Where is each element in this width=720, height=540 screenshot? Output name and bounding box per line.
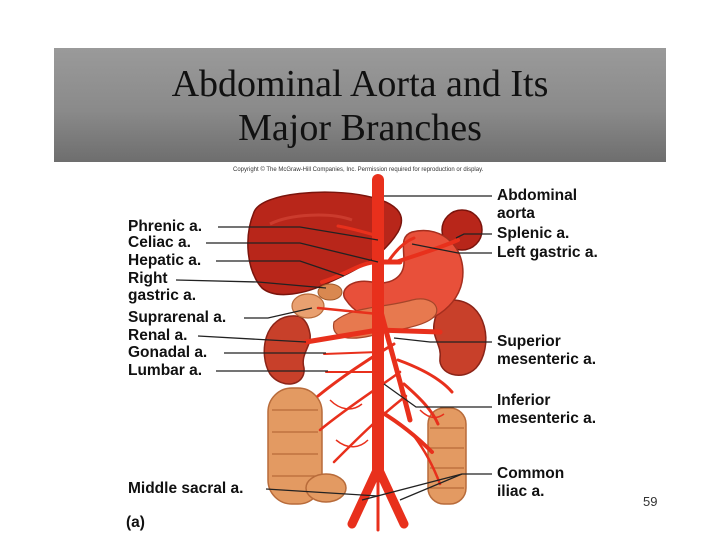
leader-lines-left xyxy=(175,226,379,497)
descending-colon xyxy=(427,407,467,505)
superior-mesenteric-artery xyxy=(375,297,413,423)
suprarenal-artery xyxy=(316,306,380,316)
gonadal-artery xyxy=(323,351,379,355)
splenic-artery xyxy=(394,238,460,264)
slide-title-line-2: Major Branches xyxy=(238,107,482,149)
label-suprarenal-artery: Suprarenal a. xyxy=(128,309,227,326)
label-inferior-mesenteric-line1: Inferior xyxy=(497,392,551,409)
left-kidney xyxy=(263,315,311,385)
label-phrenic-artery: Phrenic a. xyxy=(128,218,203,235)
spleen xyxy=(441,209,483,251)
slide-title-line-1: Abdominal Aorta and Its xyxy=(171,63,549,105)
copyright-notice: Copyright © The McGraw-Hill Companies, I… xyxy=(233,167,484,173)
label-inferior-mesenteric-line2: mesenteric a. xyxy=(497,410,597,427)
aorta-and-branches xyxy=(303,174,460,532)
label-superior-mesenteric-line1: Superior xyxy=(497,333,561,350)
label-left-gastric-artery: Left gastric a. xyxy=(497,244,598,261)
label-abdominal-aorta-line2: aorta xyxy=(497,205,535,222)
right-common-iliac xyxy=(347,463,383,529)
label-gonadal-artery: Gonadal a. xyxy=(128,344,208,361)
label-common-iliac-line2: iliac a. xyxy=(497,483,545,500)
phrenic-artery xyxy=(336,224,380,238)
ascending-colon xyxy=(267,387,347,505)
left-gastric-artery xyxy=(386,236,416,264)
intestinal-arcades xyxy=(329,399,445,448)
label-abdominal-aorta-line1: Abdominal xyxy=(497,187,578,204)
figure-panel-label: (a) xyxy=(126,514,145,531)
label-right-gastric-artery-line1: Right xyxy=(128,270,168,287)
left-common-iliac xyxy=(373,463,409,529)
gallbladder xyxy=(317,283,343,301)
label-hepatic-artery: Hepatic a. xyxy=(128,252,202,269)
label-middle-sacral-artery: Middle sacral a. xyxy=(128,480,244,497)
label-superior-mesenteric-line2: mesenteric a. xyxy=(497,351,597,368)
title-bar: Abdominal Aorta and Its Major Branches xyxy=(54,48,666,162)
label-common-iliac-line1: Common xyxy=(497,465,565,482)
label-celiac-artery: Celiac a. xyxy=(128,234,191,251)
label-right-gastric-artery-line2: gastric a. xyxy=(128,287,197,304)
label-renal-artery: Renal a. xyxy=(128,327,188,344)
page-number: 59 xyxy=(643,494,658,509)
renal-artery-left xyxy=(303,327,381,345)
label-lumbar-artery: Lumbar a. xyxy=(128,362,203,379)
leader-lines-right xyxy=(361,195,492,501)
inferior-mesenteric-artery xyxy=(376,408,434,454)
label-splenic-artery: Splenic a. xyxy=(497,225,570,242)
hepatic-artery xyxy=(320,260,380,284)
adrenal-gland xyxy=(291,293,325,319)
